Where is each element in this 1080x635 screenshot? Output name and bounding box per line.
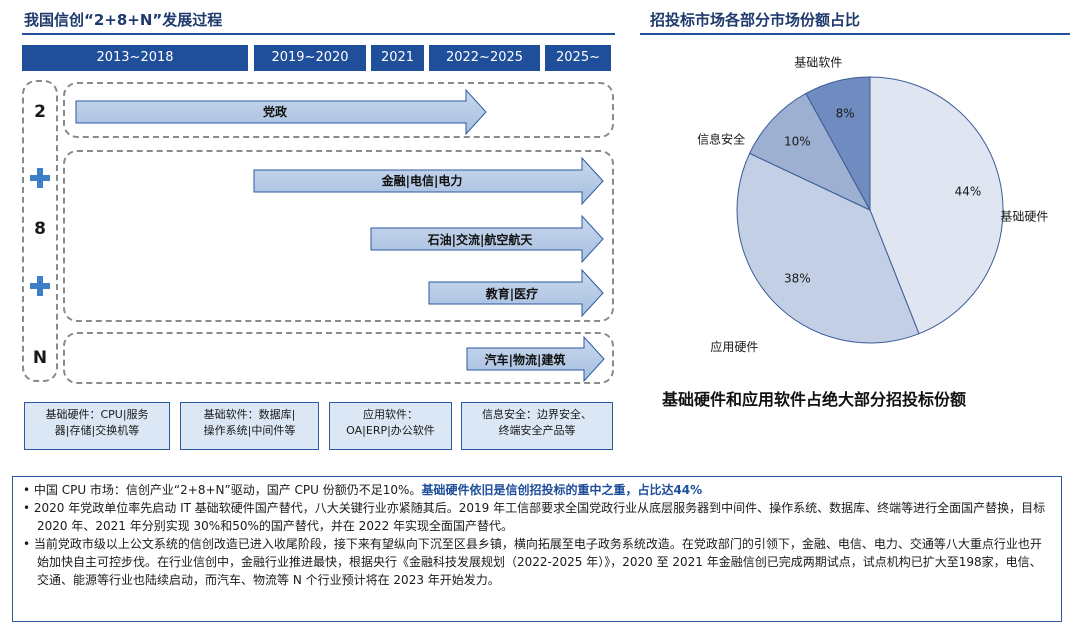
arrow-education-medical: 教育|医疗 <box>428 268 604 318</box>
legend-basic-hardware: 基础硬件：CPU|服务 器|存储|交换机等 <box>24 402 170 450</box>
legend-basic-hardware-line2: 器|存储|交换机等 <box>54 424 140 437</box>
right-title-rule <box>640 33 1070 35</box>
pie-slice-3 <box>805 76 871 211</box>
arrow-label-education-medical: 教育|医疗 <box>485 286 538 301</box>
period-2021: 2021 <box>371 45 424 71</box>
pie-slice-2 <box>748 92 872 212</box>
pie-slice-1 <box>736 152 920 344</box>
legend-information-security-line2: 终端安全产品等 <box>498 424 576 437</box>
left-section-title: 我国信创“2+8+N”发展过程 <box>24 11 223 29</box>
plus-icon <box>30 276 50 296</box>
arrow-label-auto-logistics-construction: 汽车|物流|建筑 <box>485 352 566 367</box>
pie-category-label-0: 基础硬件 <box>1000 210 1048 224</box>
pie-chart: 44% 基础硬件 38% 应用硬件 10% 信息安全 8% 基础软件 <box>697 55 1048 354</box>
pie-caption: 基础硬件和应用软件占绝大部分招投标份额 <box>662 390 967 409</box>
pie-pct-label-0: 44% <box>955 184 982 198</box>
pie-category-label-1: 应用硬件 <box>710 339 758 354</box>
arrow-auto-logistics-construction: 汽车|物流|建筑 <box>466 335 605 383</box>
legend-application-software: 应用软件： OA|ERP|办公软件 <box>329 402 452 450</box>
legend-information-security: 信息安全：边界安全、 终端安全产品等 <box>461 402 613 450</box>
summary-text-box: • 中国 CPU 市场：信创产业“2+8+N”驱动，国产 CPU 份额仍不足10… <box>12 476 1062 622</box>
arrow-label-finance-telecom-power: 金融|电信|电力 <box>381 173 463 188</box>
bullet-2-text: 2020 年党政单位率先启动 IT 基础软硬件国产替代，八大关键行业亦紧随其后。… <box>33 501 1046 533</box>
pie-labels: 44% 基础硬件 38% 应用硬件 10% 信息安全 8% 基础软件 <box>697 55 1048 354</box>
arrow-layer: 党政 金融|电信|电力 石油|交流|航空航天 教育|医疗 汽车|物流|建筑 <box>75 88 605 383</box>
bullet-1-text: 中国 CPU 市场：信创产业“2+8+N”驱动，国产 CPU 份额仍不足10%。 <box>33 483 422 497</box>
arrow-party-government: 党政 <box>75 88 487 136</box>
legend-application-software-line1: 应用软件： <box>363 408 418 421</box>
legend-basic-software: 基础软件：数据库| 操作系统|中间件等 <box>180 402 319 450</box>
right-section-title: 招投标市场各部分市场份额占比 <box>650 11 861 29</box>
bullet-2: • 2020 年党政单位率先启动 IT 基础软硬件国产替代，八大关键行业亦紧随其… <box>23 501 1046 533</box>
period-2022-2025: 2022~2025 <box>429 45 540 71</box>
legend-basic-hardware-line1: 基础硬件：CPU|服务 <box>45 408 149 421</box>
pie-category-label-3: 基础软件 <box>794 55 842 69</box>
legend-application-software-line2: OA|ERP|办公软件 <box>346 424 435 437</box>
row-box-2 <box>63 82 614 138</box>
left-title-rule <box>22 33 615 35</box>
pie-slice-0 <box>869 76 1004 335</box>
bullet-3: • 当前党政市级以上公文系统的信创改造已进入收尾阶段，接下来有望纵向下沉至区县乡… <box>23 537 1042 587</box>
legend-basic-software-line1: 基础软件：数据库| <box>203 408 296 421</box>
pie-pct-label-3: 8% <box>836 106 855 120</box>
period-2013-2018: 2013~2018 <box>22 45 248 71</box>
bullet-3-text: 当前党政市级以上公文系统的信创改造已进入收尾阶段，接下来有望纵向下沉至区县乡镇，… <box>33 537 1042 587</box>
arrow-label-oil-transport-aerospace: 石油|交流|航空航天 <box>427 232 534 247</box>
row-label-8: 8 <box>34 219 46 239</box>
legend-information-security-line1: 信息安全：边界安全、 <box>482 408 592 421</box>
plus-icon <box>30 168 50 188</box>
period-2019-2020: 2019~2020 <box>254 45 366 71</box>
period-2025-onward: 2025~ <box>545 45 611 71</box>
pie-slices <box>736 76 1004 344</box>
row-box-n <box>63 332 614 384</box>
arrow-label-party-government: 党政 <box>263 104 288 119</box>
pie-pct-label-1: 38% <box>784 271 811 285</box>
pie-pct-label-2: 10% <box>784 135 811 149</box>
legend-basic-software-line2: 操作系统|中间件等 <box>203 424 296 437</box>
row-number-frame <box>22 80 58 382</box>
arrow-finance-telecom-power: 金融|电信|电力 <box>253 156 604 206</box>
row-label-n: N <box>32 348 48 368</box>
bullet-1-highlight: 基础硬件依旧是信创招投标的重中之重，占比达44% <box>421 483 703 497</box>
pie-category-label-2: 信息安全 <box>697 132 745 147</box>
arrow-oil-transport-aerospace: 石油|交流|航空航天 <box>370 214 604 264</box>
row-box-8 <box>63 150 614 322</box>
row-label-2: 2 <box>34 102 46 122</box>
bullet-1: • 中国 CPU 市场：信创产业“2+8+N”驱动，国产 CPU 份额仍不足10… <box>23 483 703 497</box>
